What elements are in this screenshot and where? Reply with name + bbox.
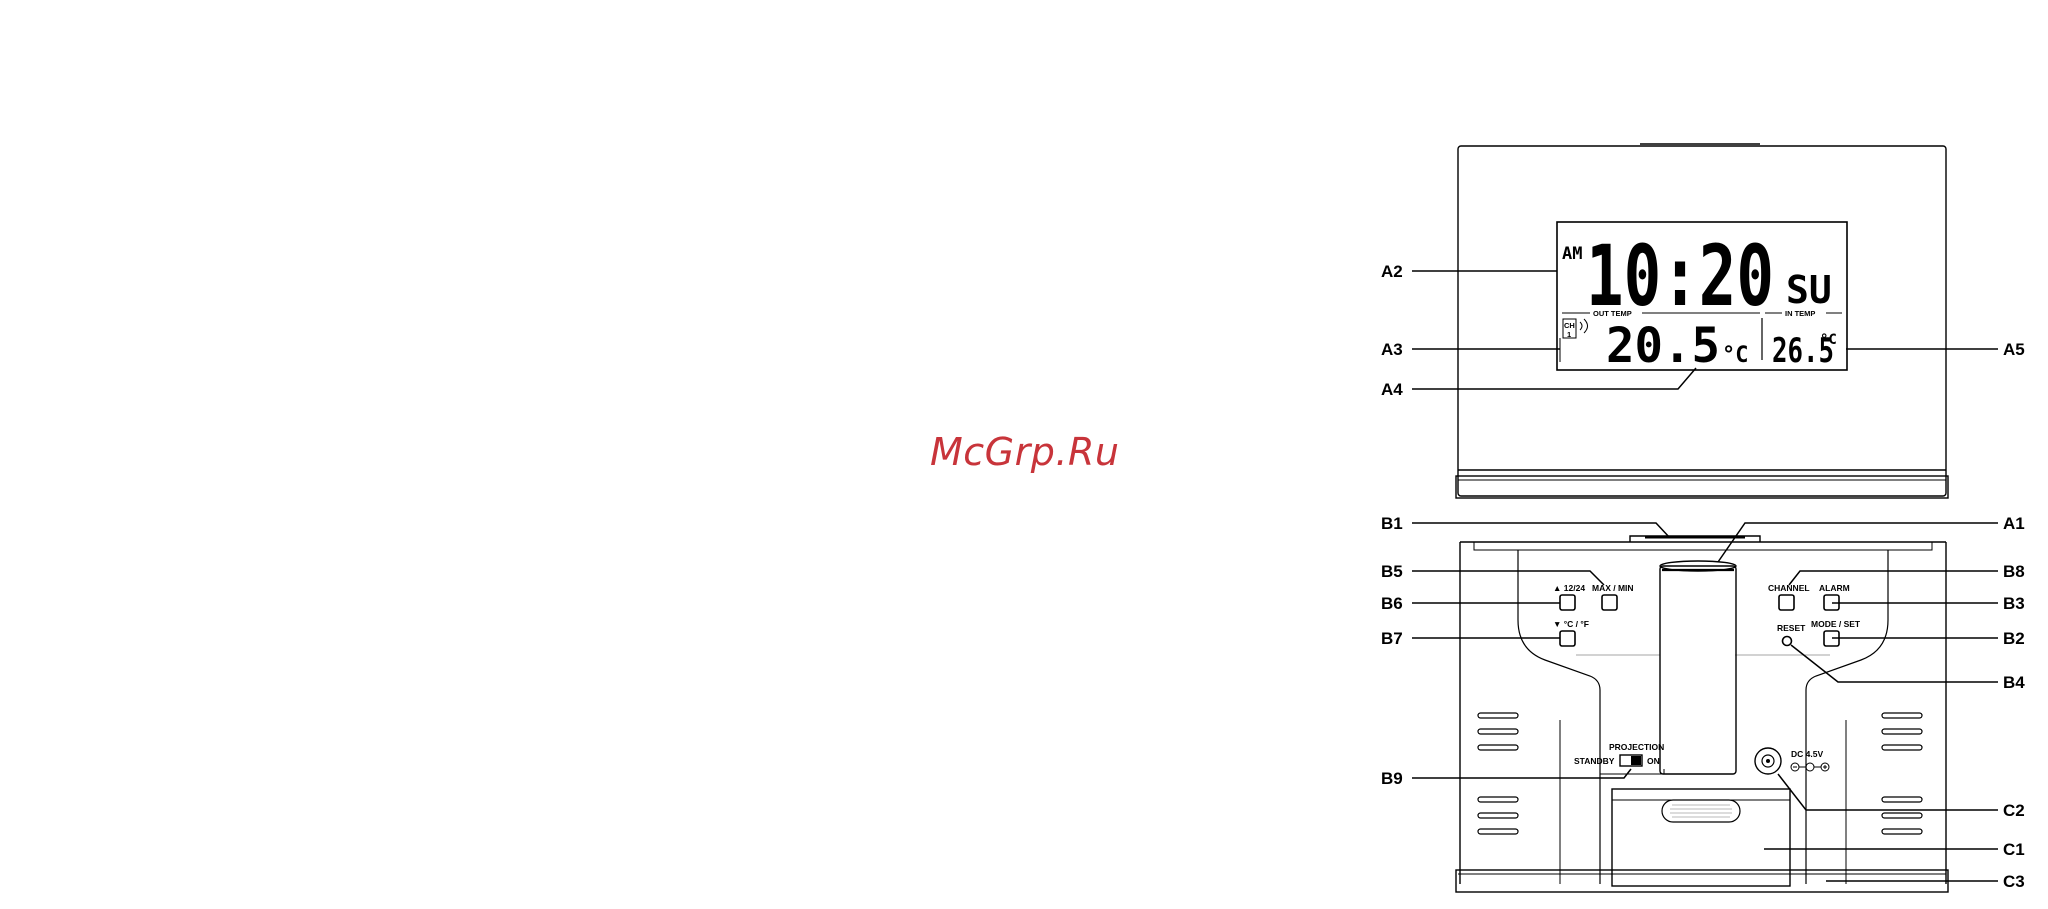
lcd-day: SU — [1786, 268, 1832, 312]
lcd-out-temp-label: OUT TEMP — [1593, 309, 1632, 318]
lcd-ampm: AM — [1562, 244, 1582, 264]
back-view — [1412, 523, 1998, 892]
front-base — [1456, 476, 1948, 498]
battery-compartment — [1612, 789, 1790, 886]
vent-left-lower — [1478, 797, 1518, 834]
callout-c1: C1 — [2003, 840, 2025, 859]
callout-a1: A1 — [2003, 514, 2025, 533]
label-on: ON — [1647, 756, 1660, 766]
lcd-out-temp-value: 20.5 — [1606, 318, 1720, 374]
lcd-in-temp-label: IN TEMP — [1785, 309, 1815, 318]
callout-a4: A4 — [1381, 380, 1403, 399]
callout-b5: B5 — [1381, 562, 1403, 581]
label-12-24: ▲ 12/24 — [1553, 583, 1585, 593]
callout-b2: B2 — [2003, 629, 2025, 648]
label-projection: PROJECTION — [1609, 742, 1664, 752]
callout-a2: A2 — [1381, 262, 1403, 281]
label-reset: RESET — [1777, 623, 1806, 633]
button-max-min[interactable] — [1602, 595, 1617, 610]
callout-b4: B4 — [2003, 673, 2025, 692]
leader-c2 — [1778, 774, 1998, 810]
lcd-channel-label: CH — [1564, 321, 1575, 330]
callout-b8: B8 — [2003, 562, 2025, 581]
button-channel[interactable] — [1779, 595, 1794, 610]
button-12-24[interactable] — [1560, 595, 1575, 610]
callout-b6: B6 — [1381, 594, 1403, 613]
lcd-in-temp-unit: °C — [1820, 332, 1837, 348]
callout-b7: B7 — [1381, 629, 1403, 648]
label-alarm: ALARM — [1819, 583, 1850, 593]
callout-c2: C2 — [2003, 801, 2025, 820]
callout-b1: B1 — [1381, 514, 1403, 533]
label-channel: CHANNEL — [1768, 583, 1810, 593]
callout-b3: B3 — [2003, 594, 2025, 613]
callout-c3: C3 — [2003, 872, 2025, 891]
lcd-channel-value: 1 — [1567, 330, 1571, 339]
label-standby: STANDBY — [1574, 756, 1615, 766]
label-mode-set: MODE / SET — [1811, 619, 1861, 629]
battery-cover-grip — [1662, 800, 1740, 822]
callout-a5: A5 — [2003, 340, 2025, 359]
button-reset[interactable] — [1783, 637, 1792, 646]
vent-right-upper — [1882, 713, 1922, 750]
vent-right-lower — [1882, 797, 1922, 834]
lcd-out-temp-unit: °C — [1722, 343, 1749, 368]
polarity-icon — [1791, 763, 1829, 771]
callout-b9: B9 — [1381, 769, 1403, 788]
vent-left-upper — [1478, 713, 1518, 750]
label-max-min: MAX / MIN — [1592, 583, 1634, 593]
label-dc: DC 4.5V — [1791, 749, 1823, 759]
projector-arm — [1660, 566, 1736, 774]
callout-a3: A3 — [1381, 340, 1403, 359]
leader-b4 — [1791, 645, 1998, 682]
label-c-f: ▼ °C / °F — [1553, 619, 1589, 629]
button-c-f[interactable] — [1560, 631, 1575, 646]
leader-b9 — [1412, 769, 1631, 778]
